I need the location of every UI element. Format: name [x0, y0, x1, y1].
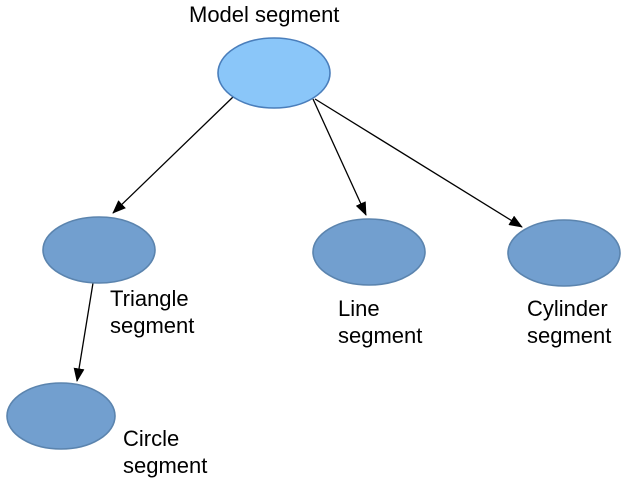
edge-model-line [312, 98, 367, 216]
node-label-triangle: Triangle segment [110, 286, 195, 338]
edge-model-cylinder [314, 98, 523, 228]
node-label-line: Line segment [338, 296, 423, 348]
node-label-circle: Circle segment [123, 426, 208, 478]
node-label-model: Model segment [189, 2, 340, 27]
node-label-cylinder: Cylinder segment [527, 296, 612, 348]
node-ellipse-model [217, 37, 331, 109]
node-ellipse-line [312, 218, 426, 286]
edge-model-triangle [112, 96, 234, 214]
edge-triangle-circle [73, 282, 94, 382]
node-ellipse-circle [6, 382, 116, 450]
node-ellipse-cylinder [507, 219, 621, 287]
node-ellipse-triangle [42, 216, 156, 284]
